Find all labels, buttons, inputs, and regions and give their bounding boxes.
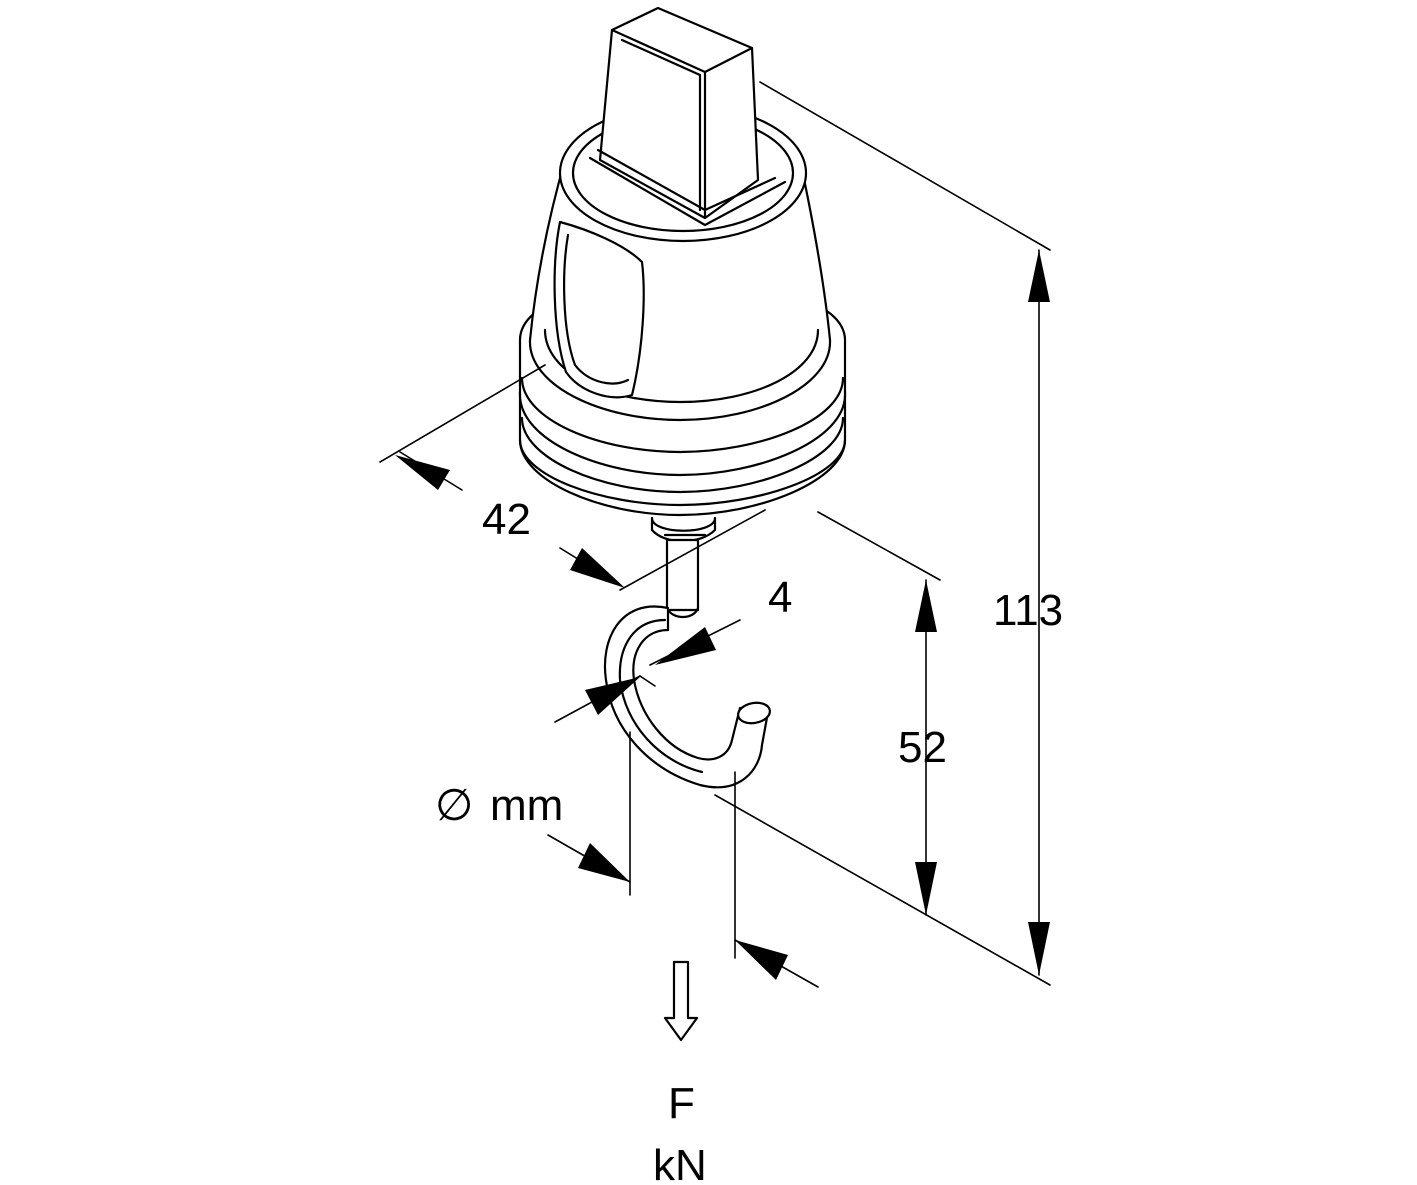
ceiling-hook-body bbox=[518, 6, 847, 619]
label-4: 4 bbox=[768, 573, 792, 622]
label-42: 42 bbox=[482, 495, 531, 544]
dimension-4 bbox=[554, 619, 741, 723]
dimension-hook-opening bbox=[547, 731, 819, 988]
dimension-heights bbox=[714, 81, 1051, 986]
load-unit: kN bbox=[653, 1141, 707, 1185]
diameter-unit: mm bbox=[490, 781, 563, 830]
label-52: 52 bbox=[898, 723, 947, 772]
label-113: 113 bbox=[993, 586, 1063, 635]
load-symbol: F bbox=[668, 1079, 695, 1128]
down-arrow-icon bbox=[663, 960, 699, 1042]
dimension-42 bbox=[379, 364, 766, 591]
diameter-symbol: ∅ bbox=[435, 781, 473, 830]
